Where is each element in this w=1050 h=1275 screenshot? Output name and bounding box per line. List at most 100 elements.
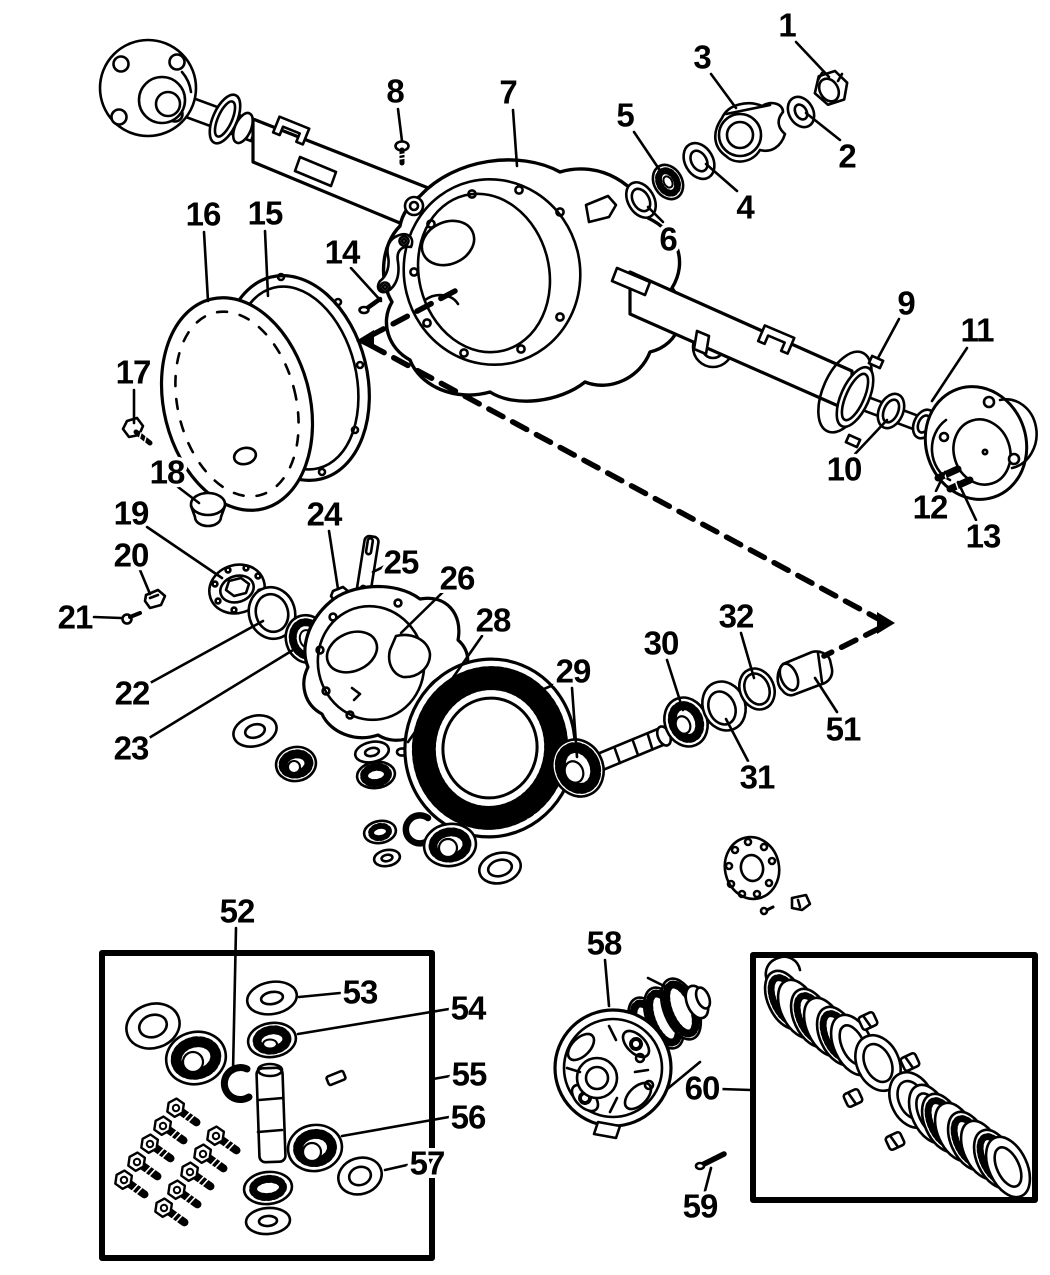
assembly-dashed-arrow <box>356 288 895 659</box>
pin-59 <box>694 1151 727 1171</box>
callout-label-55: 55 <box>452 1056 487 1093</box>
callout-label-56: 56 <box>451 1099 486 1136</box>
callout-label-10: 10 <box>827 451 862 488</box>
hose-clip-14 <box>358 233 414 315</box>
callout-16-leader <box>202 230 210 303</box>
callout-53-leader <box>297 991 342 999</box>
callout-label-6: 6 <box>659 221 677 258</box>
callout-29-leader <box>530 681 560 696</box>
callout-label-60: 60 <box>685 1070 720 1107</box>
callout-label-24: 24 <box>307 496 343 533</box>
left-axle-shaft-flange <box>98 38 260 145</box>
callout-label-54: 54 <box>451 990 487 1027</box>
vent-screw-8 <box>394 140 410 166</box>
traclok-diff-58 <box>553 976 712 1140</box>
callout-label-18: 18 <box>150 454 185 491</box>
callout-label-3: 3 <box>693 39 711 76</box>
seal-22 <box>247 585 297 641</box>
callout-54-leader <box>296 1007 451 1036</box>
callout-label-20: 20 <box>114 537 149 574</box>
hub-flange-12 <box>923 385 1038 501</box>
callout-label-12: 12 <box>913 489 948 526</box>
callout-label-21: 21 <box>58 599 93 636</box>
callout-label-19: 19 <box>114 495 149 532</box>
callout-8-leader <box>396 107 404 143</box>
fill-plug-17 <box>121 416 153 446</box>
callout-31-leader <box>724 717 750 763</box>
callout-51-leader <box>813 676 839 714</box>
yoke-3 <box>714 101 787 163</box>
callout-5-leader <box>632 130 663 174</box>
callout-12-leader <box>934 470 947 493</box>
callout-55-leader <box>431 1074 452 1081</box>
callout-label-7: 7 <box>499 74 516 111</box>
callout-3-leader <box>709 72 738 110</box>
drive-pinion-29 <box>551 725 673 798</box>
spider-gear-cluster <box>232 714 522 885</box>
diff-cover-16 <box>159 296 315 512</box>
callout-56-leader <box>340 1115 451 1138</box>
callout-30-leader <box>665 658 685 712</box>
callout-label-29: 29 <box>556 653 591 690</box>
screw-21 <box>121 611 142 625</box>
callout-label-9: 9 <box>897 285 915 322</box>
clip-20 <box>143 588 167 610</box>
callout-59-leader <box>703 1166 713 1193</box>
washer-2 <box>786 95 816 129</box>
callout-label-52: 52 <box>220 893 255 930</box>
shim-disc <box>723 835 812 916</box>
callout-label-1: 1 <box>778 7 796 44</box>
callout-label-31: 31 <box>740 759 775 796</box>
callout-9-leader <box>876 317 901 360</box>
clutch-stack-upper <box>763 955 877 1077</box>
callout-label-14: 14 <box>325 234 361 271</box>
callout-23-leader <box>147 645 300 740</box>
clutch-stack-lower <box>907 1083 1032 1199</box>
callout-label-15: 15 <box>248 195 283 232</box>
callout-20-leader <box>138 568 152 596</box>
callout-18-leader <box>176 485 201 505</box>
callout-52-leader <box>231 926 238 1074</box>
callout-label-59: 59 <box>683 1188 718 1225</box>
left-axle-tube <box>251 115 438 240</box>
callout-label-30: 30 <box>644 625 679 662</box>
callout-label-25: 25 <box>384 544 419 581</box>
callout-32-leader <box>739 631 756 680</box>
callout-label-17: 17 <box>116 354 151 391</box>
callout-60-leader <box>719 1087 753 1092</box>
callout-7-leader <box>511 108 519 168</box>
callout-6-leader <box>646 205 665 224</box>
callout-label-26: 26 <box>440 560 475 597</box>
diff-housing <box>381 158 735 403</box>
callout-label-51: 51 <box>826 711 861 748</box>
callout-1-leader <box>794 40 831 79</box>
callout-label-5: 5 <box>616 97 634 134</box>
callout-21-leader <box>92 615 123 620</box>
callout-13-leader <box>956 480 978 522</box>
callout-28-leader <box>406 634 484 744</box>
callout-22-leader <box>148 619 265 685</box>
callout-26-leader <box>399 590 445 635</box>
diff-kit-box-55 <box>99 950 435 1261</box>
ring-32 <box>738 667 776 711</box>
callout-label-11: 11 <box>961 312 995 349</box>
callout-label-13: 13 <box>966 518 1001 555</box>
callout-15-leader <box>263 229 270 298</box>
drain-plug-18 <box>189 491 227 528</box>
callout-label-58: 58 <box>587 925 622 962</box>
callout-label-32: 32 <box>719 598 754 635</box>
callout-24-leader <box>327 529 340 591</box>
callout-label-16: 16 <box>186 196 221 233</box>
pinion-nut-1 <box>813 69 849 107</box>
callout-14-leader <box>349 266 383 303</box>
pinion-seal-4 <box>682 141 716 181</box>
right-axle-shaft <box>817 350 1038 501</box>
callout-10-leader <box>853 418 889 456</box>
clutch-kit-box-60 <box>750 952 1038 1203</box>
callout-label-53: 53 <box>343 974 378 1011</box>
callout-57-leader <box>383 1163 409 1172</box>
callout-label-2: 2 <box>838 138 856 175</box>
callout-label-28: 28 <box>476 602 511 639</box>
